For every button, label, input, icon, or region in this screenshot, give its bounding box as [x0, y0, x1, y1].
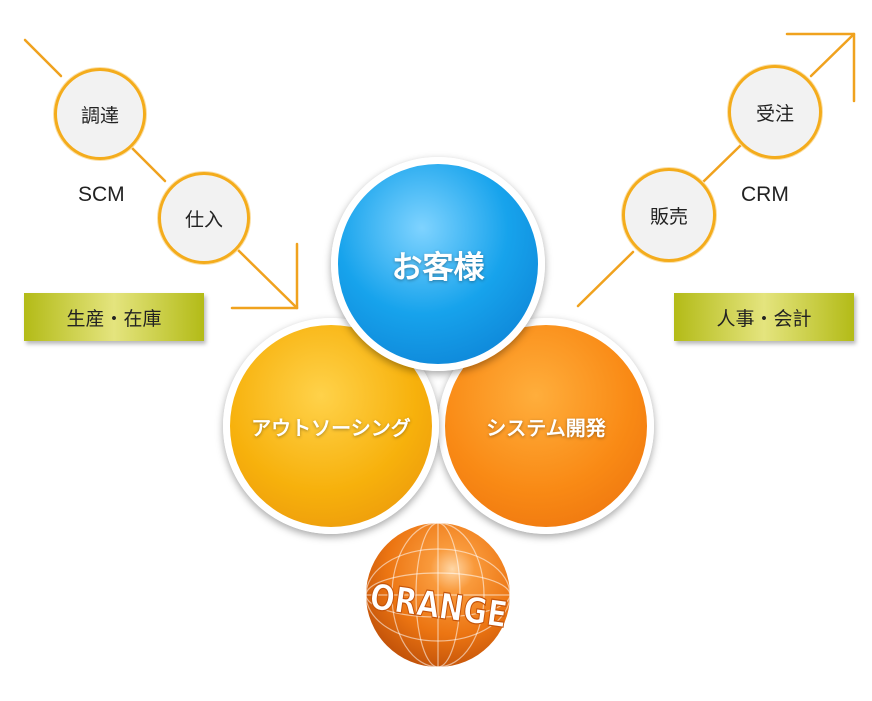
scm-label: SCM: [78, 183, 125, 206]
node-orders-label: 受注: [755, 102, 794, 125]
node-sales: 販売: [622, 168, 716, 262]
left-arrow-segment-1: [23, 38, 63, 78]
node-orders: 受注: [728, 65, 822, 159]
orange-globe-logo: ORANGE: [365, 522, 511, 668]
customer-circle: お客様: [331, 157, 545, 371]
system-development-label: システム開発: [486, 415, 606, 440]
outsourcing-label: アウトソーシング: [251, 415, 411, 440]
node-procurement: 調達: [54, 68, 146, 160]
production-inventory-band: 生産・在庫: [24, 293, 204, 341]
node-purchasing: 仕入: [158, 172, 250, 264]
left-arrow-segment-3: [236, 248, 299, 310]
crm-label: CRM: [741, 183, 789, 206]
production-inventory-text: 生産・在庫: [66, 307, 162, 330]
left-arrow-head: [230, 242, 299, 310]
hr-accounting-text: 人事・会計: [716, 307, 812, 330]
node-purchasing-label: 仕入: [184, 208, 223, 231]
node-sales-label: 販売: [649, 205, 688, 228]
node-procurement-label: 調達: [80, 104, 119, 127]
hr-accounting-band: 人事・会計: [674, 293, 854, 341]
right-arrow-head: [785, 32, 856, 103]
customer-label: お客様: [391, 249, 485, 286]
left-arrow-segment-2: [128, 144, 167, 183]
right-arrow-segment-1: [576, 250, 635, 308]
right-arrow-segment-3: [809, 32, 856, 78]
right-arrow-segment-2: [701, 143, 743, 184]
globe-grid: [365, 522, 511, 668]
